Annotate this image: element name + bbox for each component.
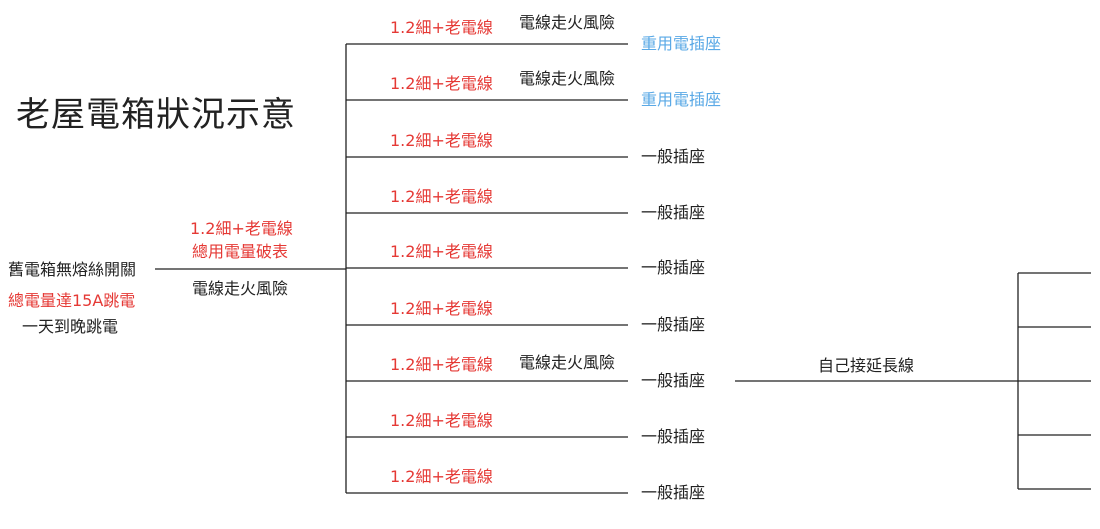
branch-wire-label: 1.2細+老電線: [390, 411, 493, 430]
heavy-outlet-label: 重用電插座: [641, 34, 722, 53]
trunk-wire-label: 1.2細+老電線: [190, 219, 293, 238]
outlet-label: 一般插座: [641, 147, 706, 166]
branch-wire-label: 1.2細+老電線: [390, 74, 493, 93]
outlet-label: 一般插座: [641, 315, 706, 334]
outlet-label: 一般插座: [641, 203, 706, 222]
branch-wire-label: 1.2細+老電線: [390, 242, 493, 261]
frequency-note: 一天到晚跳電: [22, 317, 119, 336]
main-breaker-label: 舊電箱無熔絲開關: [8, 260, 137, 279]
outlet-label: 一般插座: [641, 483, 706, 502]
trunk-risk-label: 電線走火風險: [192, 279, 289, 298]
branch-risk-label: 電線走火風險: [519, 69, 616, 88]
heavy-outlet-label: 重用電插座: [641, 90, 722, 109]
branch-wire-label: 1.2細+老電線: [390, 131, 493, 150]
outlet-label: 一般插座: [641, 371, 706, 390]
trip-note: 總電量達15A跳電: [8, 291, 136, 310]
branch-risk-label: 電線走火風險: [519, 353, 616, 372]
outlet-label: 一般插座: [641, 427, 706, 446]
trunk-overload-label: 總用電量破表: [192, 242, 289, 261]
page-title: 老屋電箱狀況示意: [16, 95, 296, 135]
outlet-label: 一般插座: [641, 258, 706, 277]
branch-wire-label: 1.2細+老電線: [390, 18, 493, 37]
extension-cord-label: 自己接延長線: [818, 356, 915, 375]
branch-wire-label: 1.2細+老電線: [390, 299, 493, 318]
branch-wire-label: 1.2細+老電線: [390, 467, 493, 486]
branch-wire-label: 1.2細+老電線: [390, 187, 493, 206]
branch-wire-label: 1.2細+老電線: [390, 355, 493, 374]
branch-risk-label: 電線走火風險: [519, 13, 616, 32]
